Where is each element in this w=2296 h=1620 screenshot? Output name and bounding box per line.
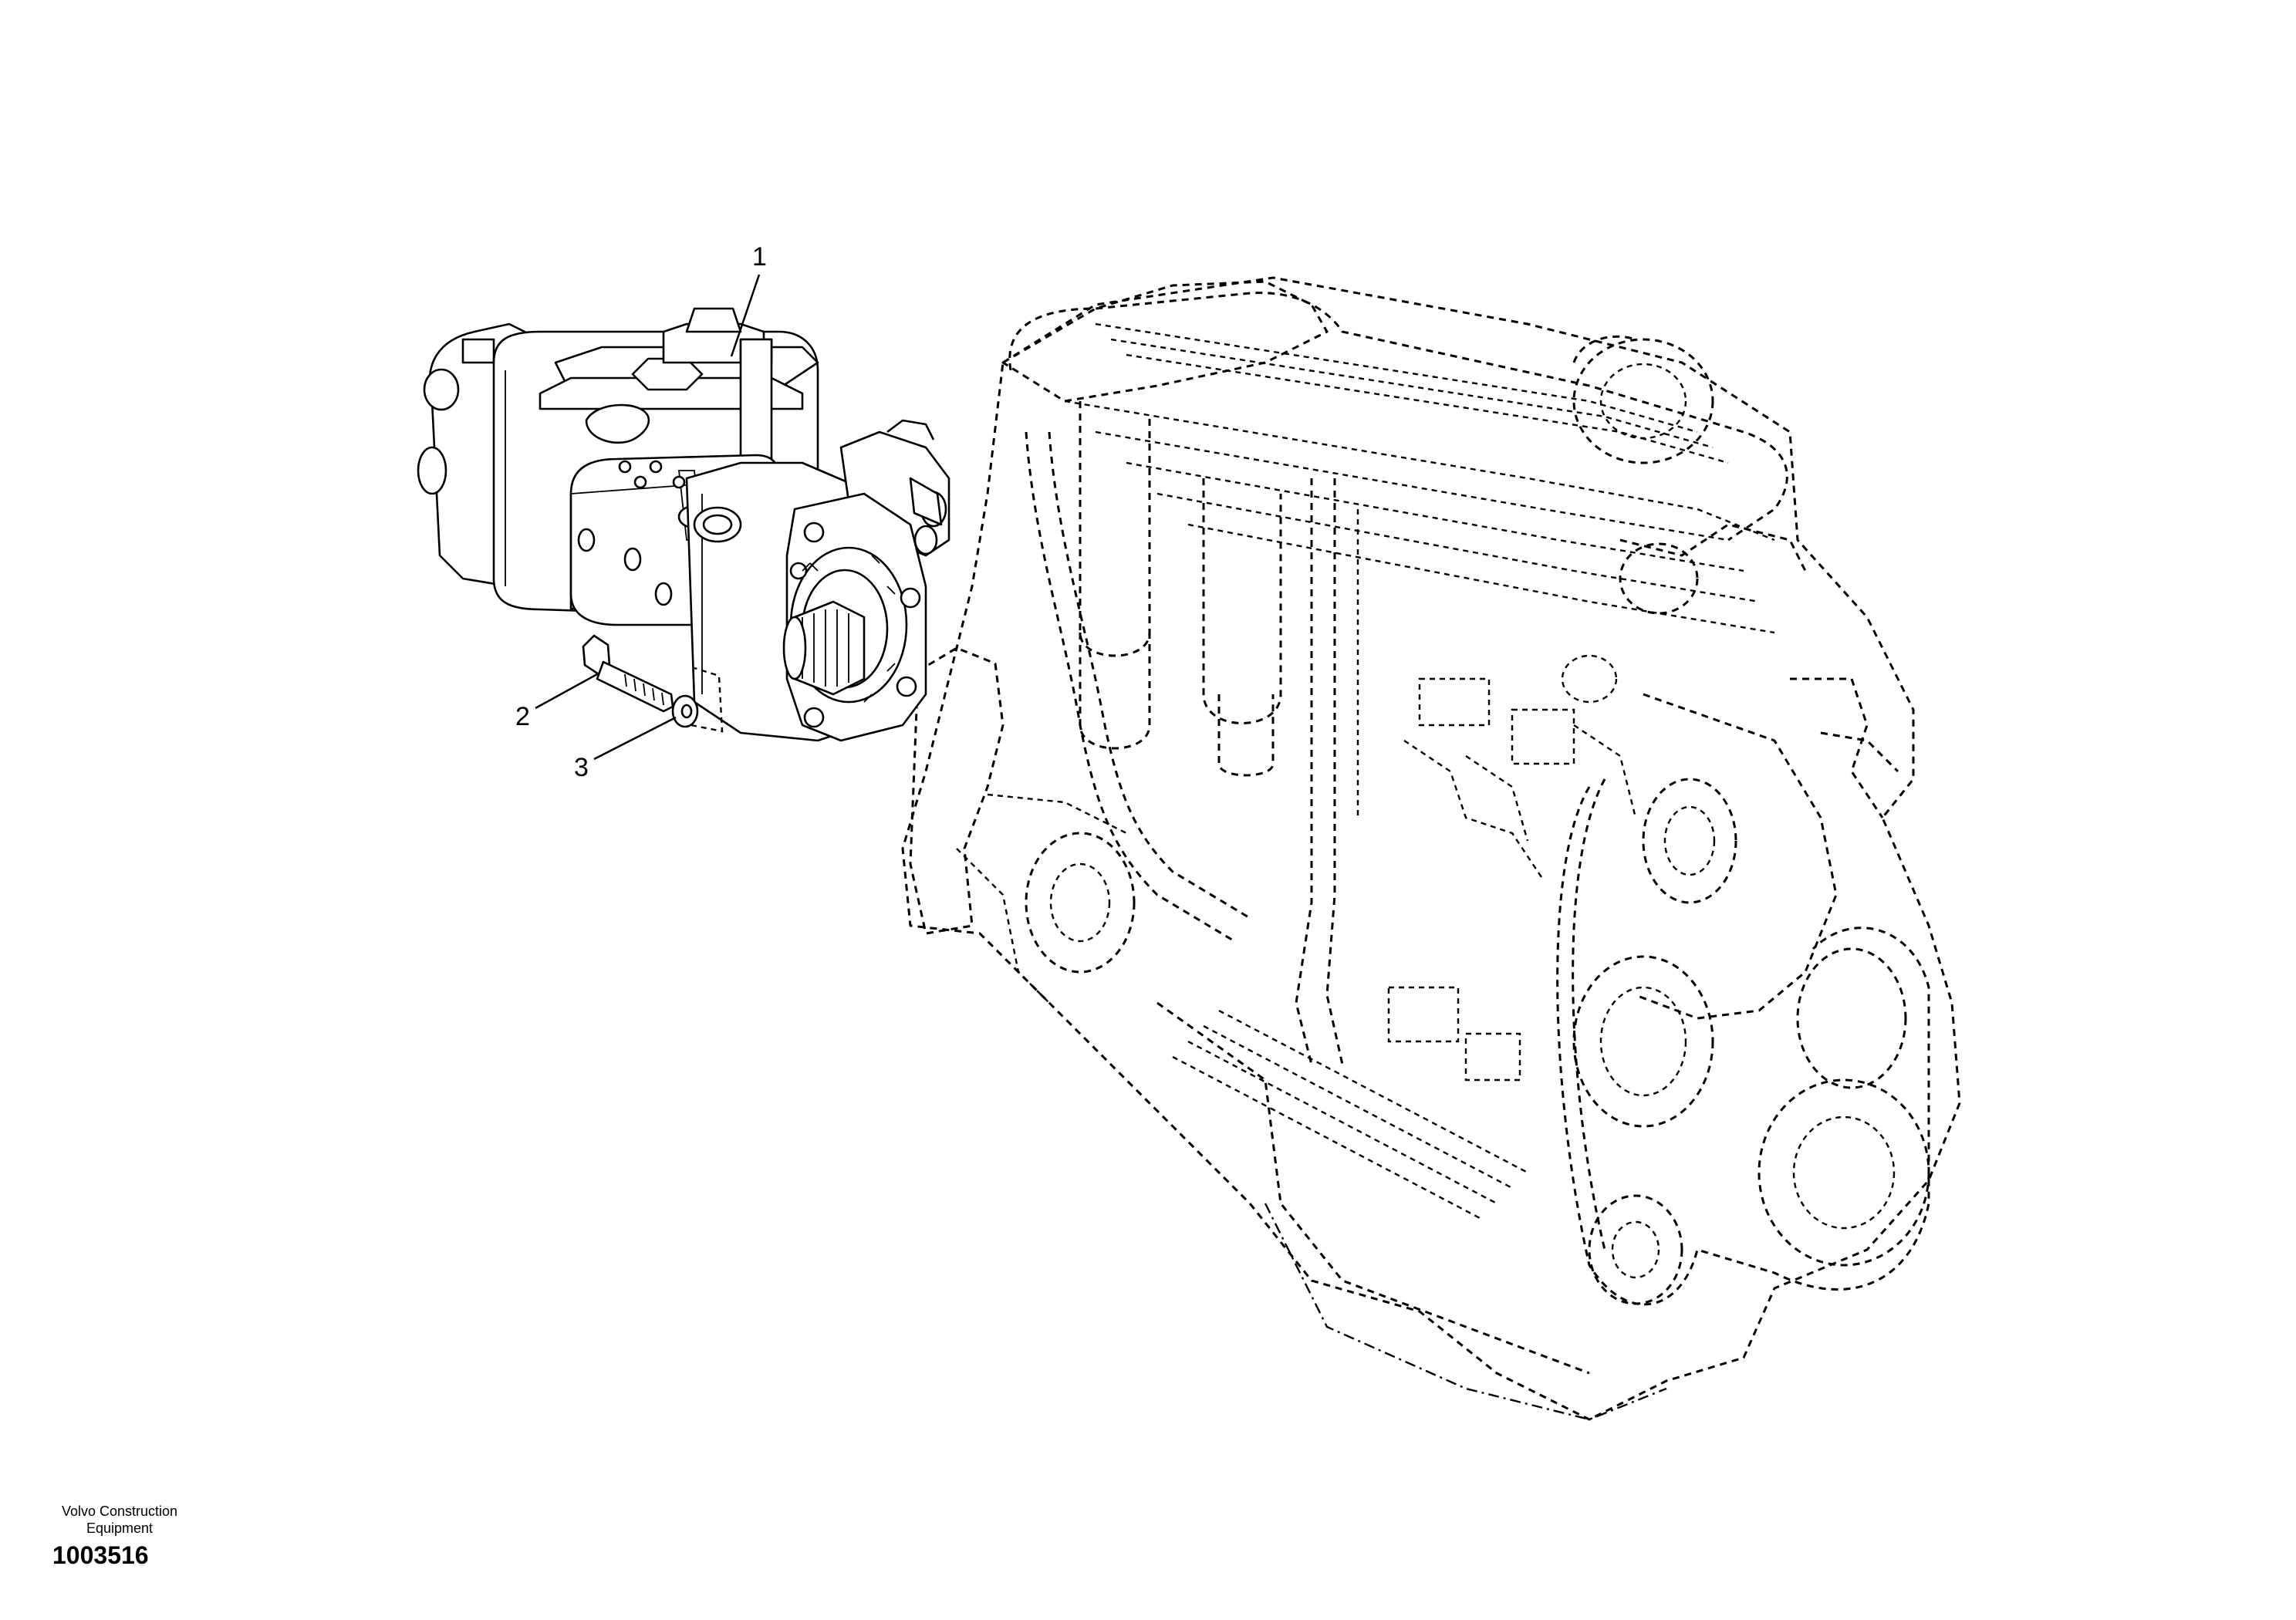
bolt <box>582 634 674 713</box>
callout-3: 3 <box>574 716 677 782</box>
washer <box>671 694 699 728</box>
callout-leader-2 <box>535 673 598 710</box>
callout-2: 2 <box>515 673 598 731</box>
drawing-number: 1003516 <box>52 1541 149 1569</box>
callout-leader-1 <box>730 274 761 357</box>
hydraulic-pump <box>417 307 950 742</box>
callout-label-2: 2 <box>515 702 530 731</box>
callout-leader-3 <box>593 716 677 761</box>
brand-line-1: Volvo Construction <box>61 1504 178 1519</box>
callout-label-3: 3 <box>574 753 589 782</box>
callout-label-1: 1 <box>752 242 767 272</box>
engine-phantom-outline <box>901 276 1961 1421</box>
brand-label: Volvo Construction Equipment <box>23 1503 216 1537</box>
brand-line-2: Equipment <box>86 1520 154 1536</box>
callout-1: 1 <box>730 242 767 357</box>
